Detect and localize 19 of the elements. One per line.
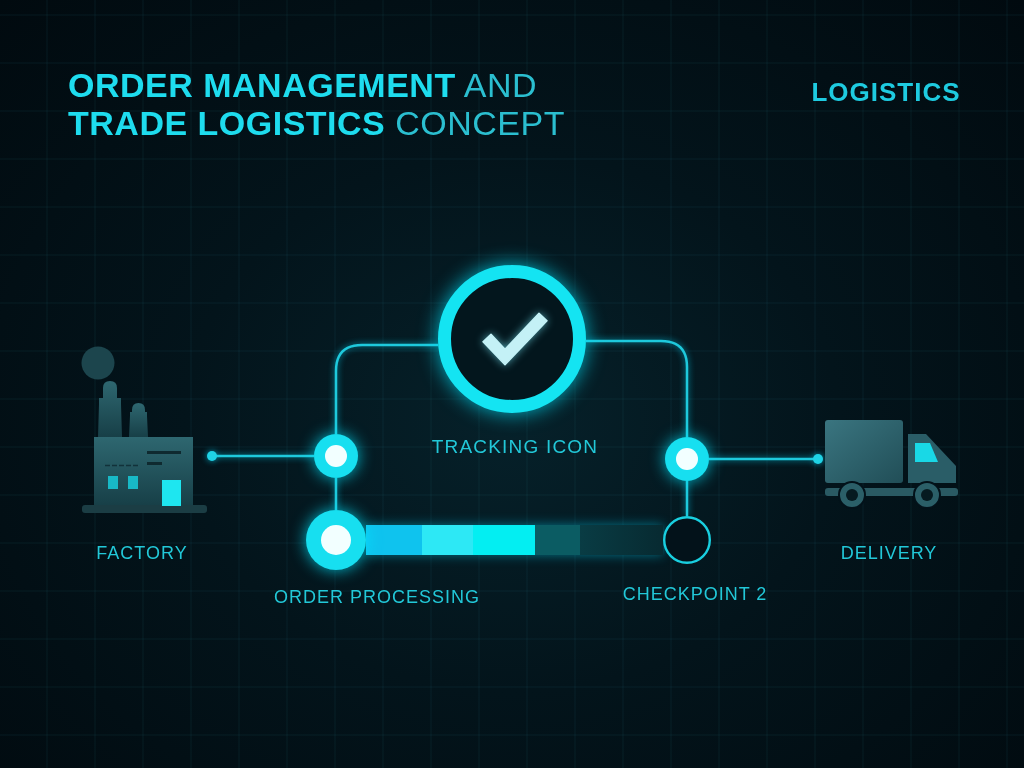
node-caption: TRACKING ICON bbox=[431, 436, 599, 458]
connector-line bbox=[334, 478, 338, 510]
connector-line bbox=[334, 343, 439, 434]
junction-node bbox=[314, 434, 358, 478]
tracking-ring bbox=[438, 265, 586, 413]
header-label: LOGISTICS bbox=[811, 77, 961, 107]
connector-line bbox=[709, 454, 823, 464]
node-caption: ORDER PROCESSING bbox=[274, 586, 480, 608]
connector-line bbox=[207, 451, 314, 461]
connector-line bbox=[585, 339, 689, 437]
node-caption: FACTORY bbox=[96, 542, 188, 564]
connector-line bbox=[685, 481, 689, 516]
progress-bar bbox=[366, 525, 663, 555]
milestone-node bbox=[306, 510, 366, 570]
diagram-title: ORDER MANAGEMENT AND TRADE LOGISTICS CONCEPT bbox=[68, 66, 566, 142]
node-caption: CHECKPOINT 2 bbox=[622, 583, 768, 605]
checkpoint-ring bbox=[663, 516, 711, 564]
junction-node bbox=[665, 437, 709, 481]
node-caption: DELIVERY bbox=[840, 542, 938, 564]
